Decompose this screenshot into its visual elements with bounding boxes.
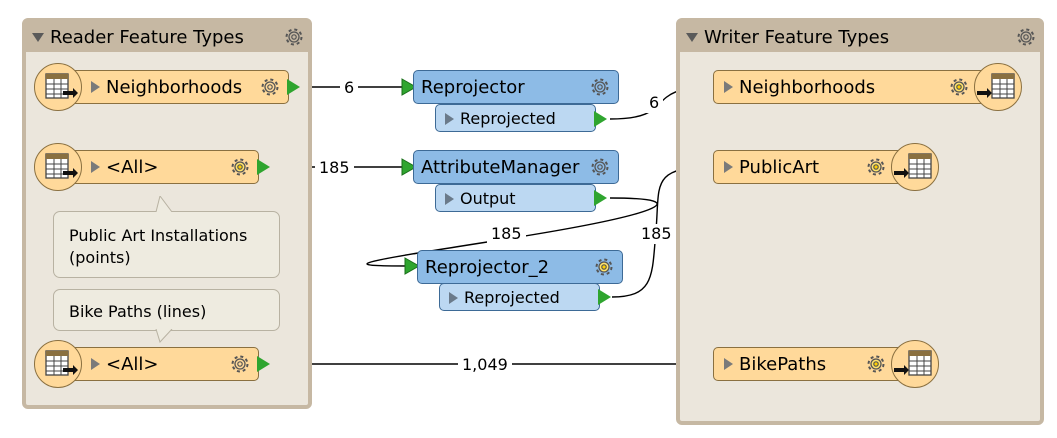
annotation-pointer (155, 329, 173, 343)
output-port[interactable] (257, 159, 270, 175)
gear-icon[interactable] (283, 26, 305, 48)
output-port-reprojected-2[interactable]: Reprojected (439, 283, 600, 311)
reader-feature-neighborhoods[interactable]: Neighborhoods (56, 70, 289, 104)
expand-arrow-icon[interactable] (724, 358, 733, 370)
output-port[interactable] (257, 356, 270, 372)
expand-arrow-icon[interactable] (91, 358, 100, 370)
transformer-attributemanager[interactable]: AttributeManager (413, 150, 619, 184)
reader-feature-all-points[interactable]: <All> (56, 150, 259, 184)
expand-arrow-icon[interactable] (724, 161, 733, 173)
gear-warning-icon[interactable] (865, 156, 887, 178)
gear-warning-icon[interactable] (593, 256, 615, 278)
gear-icon[interactable] (229, 353, 251, 375)
expand-arrow-icon[interactable] (724, 81, 733, 93)
input-port (404, 257, 421, 275)
output-port-reprojected[interactable]: Reprojected (435, 104, 596, 132)
feature-label: <All> (106, 354, 159, 375)
expand-arrow-icon[interactable] (449, 292, 458, 304)
writer-panel-header[interactable]: Writer Feature Types (680, 22, 1040, 52)
writer-panel-title: Writer Feature Types (704, 27, 890, 48)
writer-feature-publicart[interactable]: PublicArt (713, 150, 909, 184)
input-port (401, 78, 418, 96)
annotation-text: Public Art Installations (points) (69, 226, 248, 267)
feature-count-label[interactable]: 185 (637, 224, 676, 244)
reader-feature-all-lines[interactable]: <All> (56, 347, 259, 381)
expand-arrow-icon[interactable] (91, 161, 100, 173)
writer-feature-bikepaths[interactable]: BikePaths (713, 347, 909, 381)
reader-panel-header[interactable]: Reader Feature Types (26, 22, 308, 52)
feature-count-label[interactable]: 6 (645, 93, 664, 113)
transformer-name: Reprojector_2 (425, 257, 550, 278)
gear-icon[interactable] (259, 76, 281, 98)
annotation-bike-paths[interactable]: Bike Paths (lines) (53, 289, 280, 343)
annotation-public-art[interactable]: Public Art Installations (points) (53, 196, 280, 278)
gear-warning-icon[interactable] (229, 156, 251, 178)
table-arrow-icon[interactable] (891, 143, 939, 191)
gear-icon[interactable] (589, 156, 611, 178)
output-port[interactable] (287, 79, 300, 95)
output-port-output[interactable]: Output (435, 184, 596, 212)
port-label: Reprojected (464, 288, 560, 307)
port-label: Output (460, 189, 516, 208)
annotation-text: Bike Paths (lines) (69, 302, 207, 321)
feature-count-label[interactable]: 185 (315, 158, 354, 178)
expand-arrow-icon[interactable] (445, 193, 454, 205)
gear-warning-icon[interactable] (948, 76, 970, 98)
port-label: Reprojected (460, 109, 556, 128)
writer-feature-neighborhoods[interactable]: Neighborhoods (713, 70, 991, 104)
transformer-name: AttributeManager (421, 157, 580, 178)
table-arrow-icon[interactable] (34, 143, 82, 191)
reader-panel-title: Reader Feature Types (50, 27, 244, 48)
gear-warning-icon[interactable] (865, 353, 887, 375)
table-arrow-icon[interactable] (34, 63, 82, 111)
output-port[interactable] (594, 111, 607, 127)
output-port[interactable] (594, 190, 607, 206)
table-arrow-icon[interactable] (891, 340, 939, 388)
table-arrow-icon[interactable] (34, 340, 82, 388)
triangle-down-icon[interactable] (686, 33, 698, 42)
feature-label: <All> (106, 157, 159, 178)
annotation-pointer (155, 196, 173, 212)
feature-count-label[interactable]: 6 (340, 78, 359, 98)
feature-label: BikePaths (739, 354, 827, 375)
transformer-name: Reprojector (421, 77, 525, 98)
feature-count-label[interactable]: 1,049 (458, 355, 512, 375)
input-port (401, 158, 418, 176)
transformer-reprojector-2[interactable]: Reprojector_2 (417, 250, 623, 284)
feature-count-label[interactable]: 185 (487, 224, 526, 244)
transformer-reprojector[interactable]: Reprojector (413, 70, 619, 104)
table-arrow-icon[interactable] (974, 63, 1022, 111)
output-port[interactable] (598, 289, 611, 305)
expand-arrow-icon[interactable] (91, 81, 100, 93)
feature-label: Neighborhoods (739, 77, 876, 98)
gear-icon[interactable] (1015, 26, 1037, 48)
gear-icon[interactable] (589, 76, 611, 98)
expand-arrow-icon[interactable] (445, 113, 454, 125)
triangle-down-icon[interactable] (32, 33, 44, 42)
feature-label: PublicArt (739, 157, 820, 178)
feature-label: Neighborhoods (106, 77, 243, 98)
